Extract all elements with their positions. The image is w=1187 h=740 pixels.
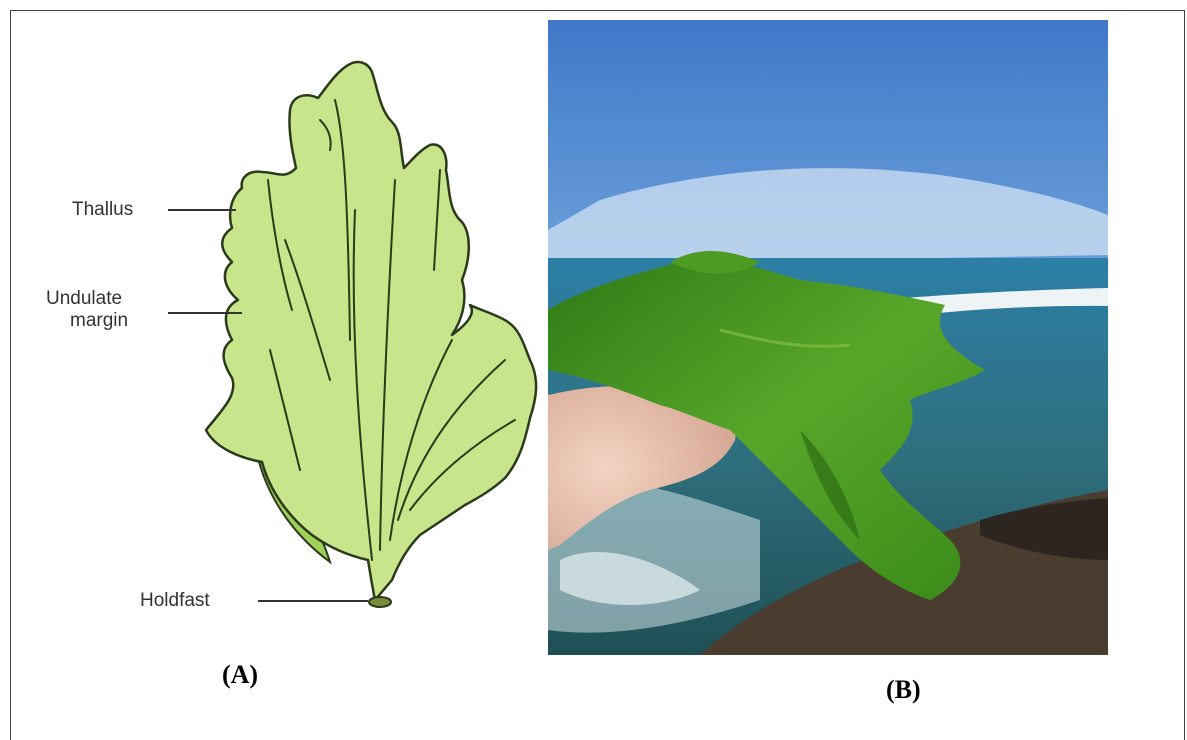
seaweed-diagram (168, 62, 536, 607)
holdfast-label: Holdfast (140, 590, 210, 612)
thallus-label: Thallus (72, 199, 133, 221)
thallus-blade (206, 62, 536, 600)
undulate-margin-label-line2: margin (46, 310, 128, 332)
holdfast-shape (369, 597, 391, 607)
panel-a-caption: (A) (222, 660, 258, 690)
undulate-margin-label-line1: Undulate (46, 288, 128, 310)
seaweed-photo (548, 20, 1108, 655)
panel-b-caption: (B) (886, 675, 921, 705)
undulate-margin-label: Undulate margin (46, 288, 128, 332)
